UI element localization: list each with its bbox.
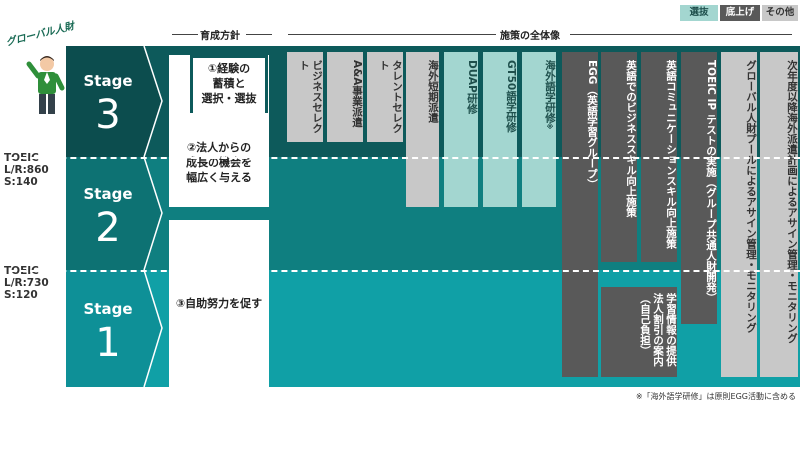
toeic-lr: L/R:860	[4, 164, 49, 176]
header-left-line-a	[172, 34, 198, 35]
measure-overseas-language: 海外語学研修※	[522, 52, 556, 207]
chevron-stage3	[66, 46, 162, 157]
measure-next-year-plan: 次年度以降海外派遣計画によるアサイン管理・モニタリング	[760, 52, 798, 377]
stage-2: Stage 2	[66, 157, 162, 270]
policy-2: ②法人からの 成長の機会を 幅広く与える	[171, 140, 267, 190]
global-talent-person-icon	[26, 56, 65, 114]
measure-overseas-language-label: 海外語学研修	[544, 60, 556, 123]
legend-other: その他	[762, 5, 798, 21]
chevron-stage2	[66, 157, 162, 270]
stage-1: Stage 1	[66, 270, 162, 387]
header-right-line-a	[288, 34, 496, 35]
header-left-line-b	[246, 34, 272, 35]
chevron-stage2-edge	[143, 156, 163, 271]
footnote-mark: ※	[546, 123, 554, 131]
chevron-stage1	[66, 270, 162, 387]
measure-toeic-ip: TOEIC IP テストの実施（グループ共通人財開発）	[681, 52, 717, 324]
footnote: ※「海外語学研修」は原則EGG活動に含める	[635, 392, 796, 401]
legend-select: 選抜	[680, 5, 718, 21]
header-right-line-b	[570, 34, 792, 35]
policy-1: ①経験の 蓄積と 選択・選抜	[193, 58, 265, 113]
measure-global-pool: グローバル人財プールによるアサイン管理・モニタリング	[721, 52, 757, 377]
measure-gt50-training: GT50語学研修	[483, 52, 517, 207]
header-policy: 育成方針	[200, 31, 240, 42]
measure-egg: EGG（英語学習グループ）	[562, 52, 598, 377]
policy-3: ③自助努力を促す	[169, 220, 269, 453]
stage-1-number: 1	[95, 320, 121, 366]
measure-learning-info: 学習情報の提供 法人割引の案内（自己負担）	[601, 287, 677, 377]
stage-1-label: Stage	[83, 300, 133, 318]
global-talent-label: グローバル人財	[4, 20, 76, 49]
toeic-s: S:120	[4, 289, 38, 301]
legend-raise: 底上げ	[720, 5, 760, 21]
measure-overseas-short-dispatch: 海外短期派遣	[406, 52, 439, 207]
stage-chevrons	[66, 46, 163, 387]
stage-3: Stage 3	[66, 46, 162, 157]
stage-2-label: Stage	[83, 185, 133, 203]
header-measures: 施策の全体像	[500, 31, 560, 42]
stage-2-number: 2	[95, 205, 121, 251]
measure-business-select: ビジネスセレクト	[287, 52, 323, 142]
toeic-s: S:140	[4, 176, 38, 188]
stage-3-number: 3	[95, 92, 121, 138]
threshold-line-stage2	[0, 270, 800, 272]
toeic-lr: L/R:730	[4, 277, 49, 289]
measure-learning-info-note: （自己負担）	[639, 293, 651, 356]
threshold-line-stage3	[0, 157, 800, 159]
measure-learning-info-label: 学習情報の提供 法人割引の案内	[652, 293, 677, 367]
chevron-stage3-edge	[143, 46, 163, 158]
stage-3-label: Stage	[83, 72, 133, 90]
measure-aa-dispatch: A&A事業派遣	[327, 52, 363, 142]
chevron-stage1-edge	[143, 269, 163, 387]
measure-duap-training: DUAP研修	[444, 52, 478, 207]
measure-talent-select: タレントセレクト	[367, 52, 403, 142]
